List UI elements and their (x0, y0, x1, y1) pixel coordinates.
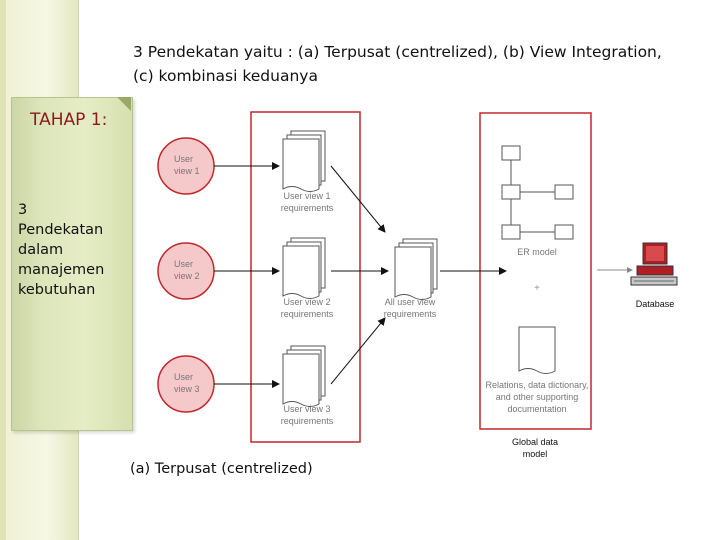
global-model-label: model (523, 449, 548, 459)
requirements-stack-1 (282, 130, 326, 192)
card-line: Pendekatan (18, 222, 104, 238)
all-requirements-label: All user view (385, 297, 436, 307)
side-note-card (11, 97, 133, 431)
relations-document-icon (518, 326, 556, 374)
card-line: 3 (18, 202, 28, 218)
requirements-1-label: User view 1 (283, 191, 330, 201)
tahap-label: TAHAP 1: (30, 110, 108, 130)
slide-title-line-1: 3 Pendekatan yaitu : (a) Terpusat (centr… (133, 43, 662, 61)
figure-caption: (a) Terpusat (centrelized) (130, 461, 313, 477)
global-model-label: Global data (512, 437, 558, 447)
relations-label: Relations, data dictionary, (486, 380, 589, 390)
card-fold-corner (117, 97, 131, 111)
requirements-2-label: requirements (281, 309, 334, 319)
database-computer-icon (630, 242, 678, 286)
card-text: 3 Pendekatan dalam manajemen kebutuhan (18, 200, 128, 300)
user-view-2-label: view 2 (174, 271, 200, 281)
user-view-3-circle: User view 3 (157, 355, 215, 413)
user-view-1-circle: User view 1 (157, 137, 215, 195)
left-edge-strip (0, 0, 6, 540)
arrow-req3-to-all (330, 317, 386, 385)
user-view-3-label: User (174, 372, 193, 382)
all-requirements-stack (394, 238, 438, 300)
relations-label: and other supporting (496, 392, 579, 402)
slide-title-line-2: (c) kombinasi keduanya (133, 67, 318, 85)
requirements-3-label: requirements (281, 416, 334, 426)
card-line: dalam (18, 242, 64, 258)
requirements-stack-2 (282, 237, 326, 299)
er-model-icon (501, 145, 574, 240)
requirements-stack-3 (282, 345, 326, 407)
card-line: kebutuhan (18, 282, 96, 298)
user-view-2-label: User (174, 259, 193, 269)
database-label: Database (636, 299, 675, 309)
user-view-2-circle: User view 2 (157, 242, 215, 300)
relations-label: documentation (507, 404, 566, 414)
requirements-2-label: User view 2 (283, 297, 330, 307)
all-requirements-label: requirements (384, 309, 437, 319)
plus-sign: + (534, 283, 540, 294)
requirements-3-label: User view 3 (283, 404, 330, 414)
requirements-1-label: requirements (281, 203, 334, 213)
slide-title: 3 Pendekatan yaitu : (a) Terpusat (centr… (133, 40, 693, 88)
arrow-req1-to-all (330, 165, 386, 233)
user-view-1-label: User (174, 154, 193, 164)
user-view-3-label: view 3 (174, 384, 200, 394)
card-line: manajemen (18, 262, 105, 278)
er-model-label: ER model (517, 247, 557, 257)
user-view-1-label: view 1 (174, 166, 200, 176)
